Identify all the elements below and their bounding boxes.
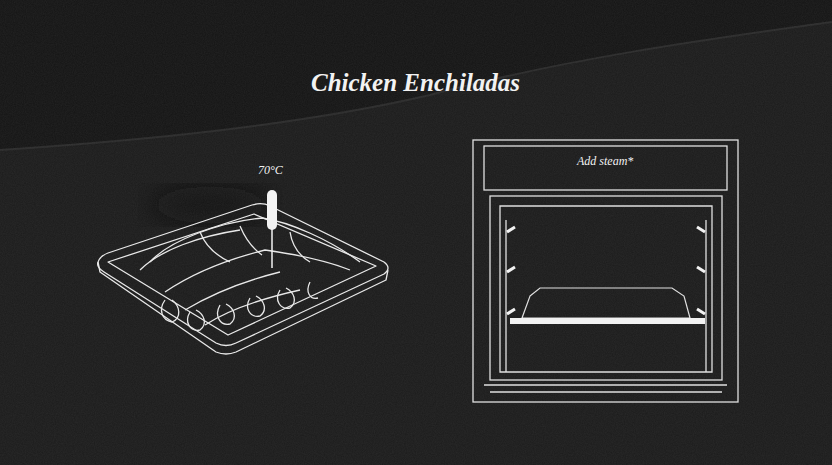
oven-rack [510,318,705,324]
oven [473,140,738,402]
rack-supports [507,227,705,314]
oven-tray [522,288,690,318]
baking-dish [98,204,388,354]
diagram-title: Chicken Enchiladas [311,69,520,97]
oven-instruction: Add steam* [577,154,633,169]
thermometer-probe [267,190,277,268]
temperature-label: 70°C [258,163,283,178]
